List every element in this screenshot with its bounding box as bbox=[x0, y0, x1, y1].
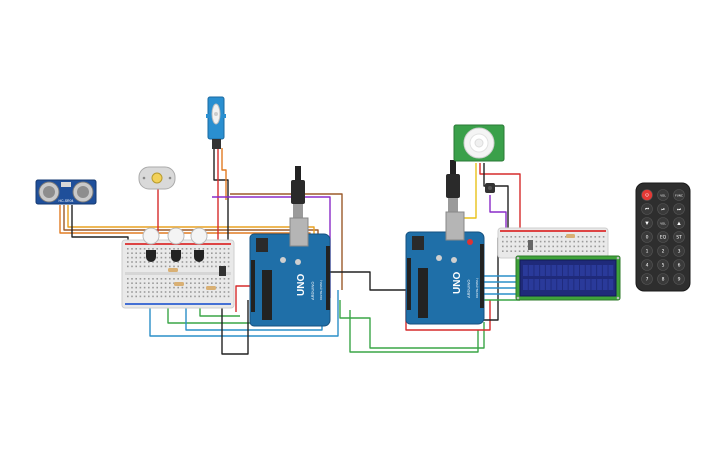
remote-button-label: 4 bbox=[646, 263, 649, 269]
remote-button-label: VOL bbox=[660, 194, 666, 198]
remote-button[interactable]: ST bbox=[673, 231, 685, 243]
transistor-1[interactable] bbox=[146, 250, 156, 262]
transistors bbox=[142, 227, 226, 290]
remote-button[interactable]: 1 bbox=[641, 245, 653, 257]
remote-button-label: ⏯ bbox=[661, 208, 665, 213]
ultrasonic-sensor[interactable]: HC-SR04 bbox=[35, 179, 97, 205]
arduino-left-brand: UNO bbox=[296, 274, 307, 296]
remote-button-label: 1 bbox=[646, 249, 649, 255]
pot-right[interactable] bbox=[528, 240, 533, 250]
usb-cable-left bbox=[295, 166, 301, 180]
remote-button[interactable]: 9 bbox=[673, 273, 685, 285]
remote-button[interactable]: 6 bbox=[673, 259, 685, 271]
arduino-right-digital-label: DIGITAL (PWM~) bbox=[475, 278, 479, 298]
remote-button[interactable]: ▲ bbox=[673, 217, 685, 229]
diode-1[interactable] bbox=[219, 266, 226, 276]
remote-button-label: ⏻ bbox=[645, 193, 649, 199]
remote-button[interactable]: ⏮ bbox=[641, 203, 653, 215]
remote-button[interactable]: 5 bbox=[657, 259, 669, 271]
usb-cable-right bbox=[450, 160, 456, 174]
wire-purple-buzz[interactable] bbox=[489, 195, 507, 240]
arduino-left-digital-label: DIGITAL (PWM~) bbox=[319, 280, 323, 300]
remote-button-label: ▼ bbox=[645, 222, 649, 227]
pushbutton-2[interactable] bbox=[167, 227, 185, 245]
remote-button-label: 6 bbox=[678, 263, 681, 269]
resistor-right[interactable] bbox=[566, 234, 575, 238]
arduino-right-brand: UNO bbox=[452, 272, 463, 294]
remote-button-label: 3 bbox=[678, 249, 681, 255]
remote-button[interactable]: ⏭ bbox=[673, 203, 685, 215]
remote-button[interactable]: ⏻ bbox=[641, 189, 653, 201]
resistor-1[interactable] bbox=[168, 268, 178, 272]
wire-black-mid[interactable] bbox=[330, 271, 410, 291]
remote-button[interactable]: 8 bbox=[657, 273, 669, 285]
remote-button-label: ⏮ bbox=[645, 208, 649, 213]
reset-button-right[interactable] bbox=[467, 239, 473, 245]
arduino-right[interactable]: UNO ARDUINO DIGITAL (PWM~) bbox=[405, 160, 485, 325]
remote-button-label: 9 bbox=[678, 277, 681, 283]
wire-black-pir[interactable] bbox=[483, 163, 509, 250]
dc-motor[interactable] bbox=[138, 166, 176, 190]
arduino-left[interactable]: UNO ARDUINO DIGITAL (PWM~) bbox=[249, 166, 331, 327]
ir-remote[interactable]: ⏻ VOL FUNC ⏮ ⏯ ⏭ ▼ VOL ▲ 0 EQ ST 1 2 3 4 5 6 7 8 9 bbox=[635, 182, 691, 292]
wire-green-mid2[interactable] bbox=[349, 310, 479, 353]
servo-motor[interactable] bbox=[206, 96, 226, 149]
ultrasonic-label: HC-SR04 bbox=[59, 199, 74, 203]
transistor-3[interactable] bbox=[194, 250, 204, 262]
remote-button[interactable]: 7 bbox=[641, 273, 653, 285]
remote-button[interactable]: VOL bbox=[657, 217, 669, 229]
lcd-display[interactable] bbox=[515, 255, 621, 301]
remote-button[interactable]: FUNC bbox=[673, 189, 685, 201]
motor-shaft-icon bbox=[151, 172, 163, 184]
pushbutton-3[interactable] bbox=[190, 227, 208, 245]
wire-red-pir[interactable] bbox=[479, 163, 521, 250]
remote-button-label: 2 bbox=[662, 249, 665, 255]
wire-black-left[interactable] bbox=[221, 300, 249, 355]
arduino-right-maker: ARDUINO bbox=[466, 280, 471, 298]
remote-button-label: EQ bbox=[660, 235, 667, 241]
remote-button[interactable]: EQ bbox=[657, 231, 669, 243]
wire-ultrasonic-gnd[interactable] bbox=[71, 205, 129, 246]
wire-red-left[interactable] bbox=[235, 285, 256, 312]
buzzer[interactable] bbox=[485, 183, 495, 193]
remote-button-label: ST bbox=[676, 235, 682, 241]
remote-button-label: 0 bbox=[646, 235, 649, 241]
remote-button[interactable]: 3 bbox=[673, 245, 685, 257]
breadboard-right[interactable] bbox=[497, 227, 609, 259]
remote-button[interactable]: ⏯ bbox=[657, 203, 669, 215]
remote-button[interactable]: ▼ bbox=[641, 217, 653, 229]
remote-button[interactable]: 4 bbox=[641, 259, 653, 271]
remote-button-label: FUNC bbox=[675, 194, 683, 198]
resistor-2[interactable] bbox=[174, 282, 184, 286]
arduino-left-maker: ARDUINO bbox=[310, 282, 315, 300]
wire-servo-black[interactable] bbox=[213, 148, 229, 252]
resistor-3[interactable] bbox=[206, 286, 216, 290]
remote-button[interactable]: 2 bbox=[657, 245, 669, 257]
transistor-2[interactable] bbox=[171, 250, 181, 262]
wire-brown-long[interactable] bbox=[230, 193, 343, 290]
wire-blue-1[interactable] bbox=[149, 290, 339, 337]
remote-button-label: ▲ bbox=[677, 222, 681, 227]
remote-button-label: VOL bbox=[660, 222, 666, 226]
pushbutton-1[interactable] bbox=[142, 227, 160, 245]
remote-button[interactable]: 0 bbox=[641, 231, 653, 243]
remote-button[interactable]: VOL bbox=[657, 189, 669, 201]
remote-button-label: ⏭ bbox=[677, 208, 681, 213]
remote-button-label: 7 bbox=[646, 277, 649, 283]
pir-sensor[interactable] bbox=[453, 124, 505, 162]
remote-button-label: 5 bbox=[662, 263, 665, 269]
wire-servo-orange[interactable] bbox=[221, 148, 227, 200]
remote-button-label: 8 bbox=[662, 277, 665, 283]
wire-green-mid[interactable] bbox=[339, 300, 485, 349]
